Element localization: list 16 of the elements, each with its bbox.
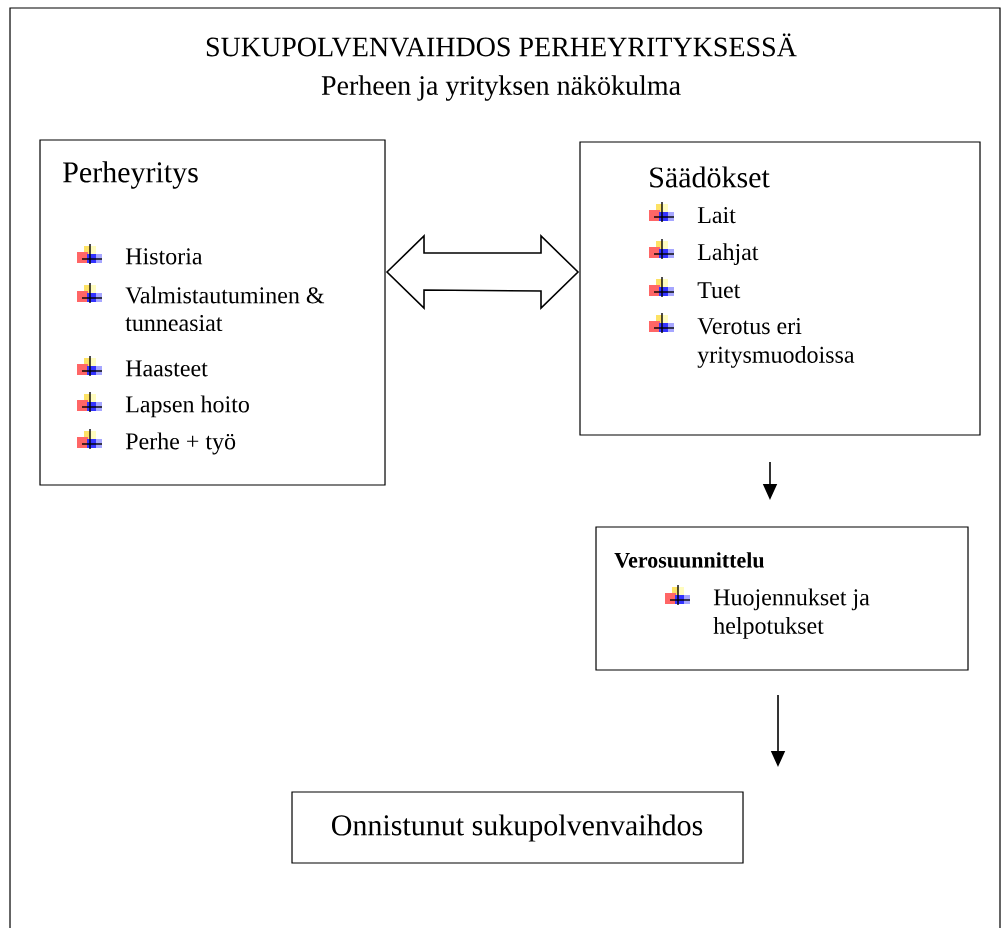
list-item: Tuet — [697, 282, 741, 299]
subtitle: Perheen ja yrityksen näkökulma — [321, 75, 681, 101]
box-heading: Perheyritys — [63, 161, 198, 189]
box-heading: Verosuunnittelu — [614, 552, 764, 568]
list-item: Huojennukset ja helpotukset — [713, 588, 870, 639]
title: SUKUPOLVENVAIHDOS PERHEYRITYKSESSÄ — [206, 33, 797, 57]
list-item: Lapsen hoito — [125, 395, 249, 418]
list-item: Lahjat — [697, 243, 759, 265]
box-label: Onnistunut sukupolvenvaihdos — [332, 814, 703, 842]
list-item: Verotus eri yritysmuodoissa — [697, 318, 855, 368]
list-item: Lait — [697, 207, 736, 224]
list-item: Haasteet — [125, 360, 208, 377]
box-heading: Säädökset — [650, 166, 770, 188]
list-item: Perhe + työ — [125, 432, 236, 455]
list-item: Valmistautuminen & tunneasiat — [125, 286, 325, 332]
list-item: Historia — [125, 248, 203, 265]
